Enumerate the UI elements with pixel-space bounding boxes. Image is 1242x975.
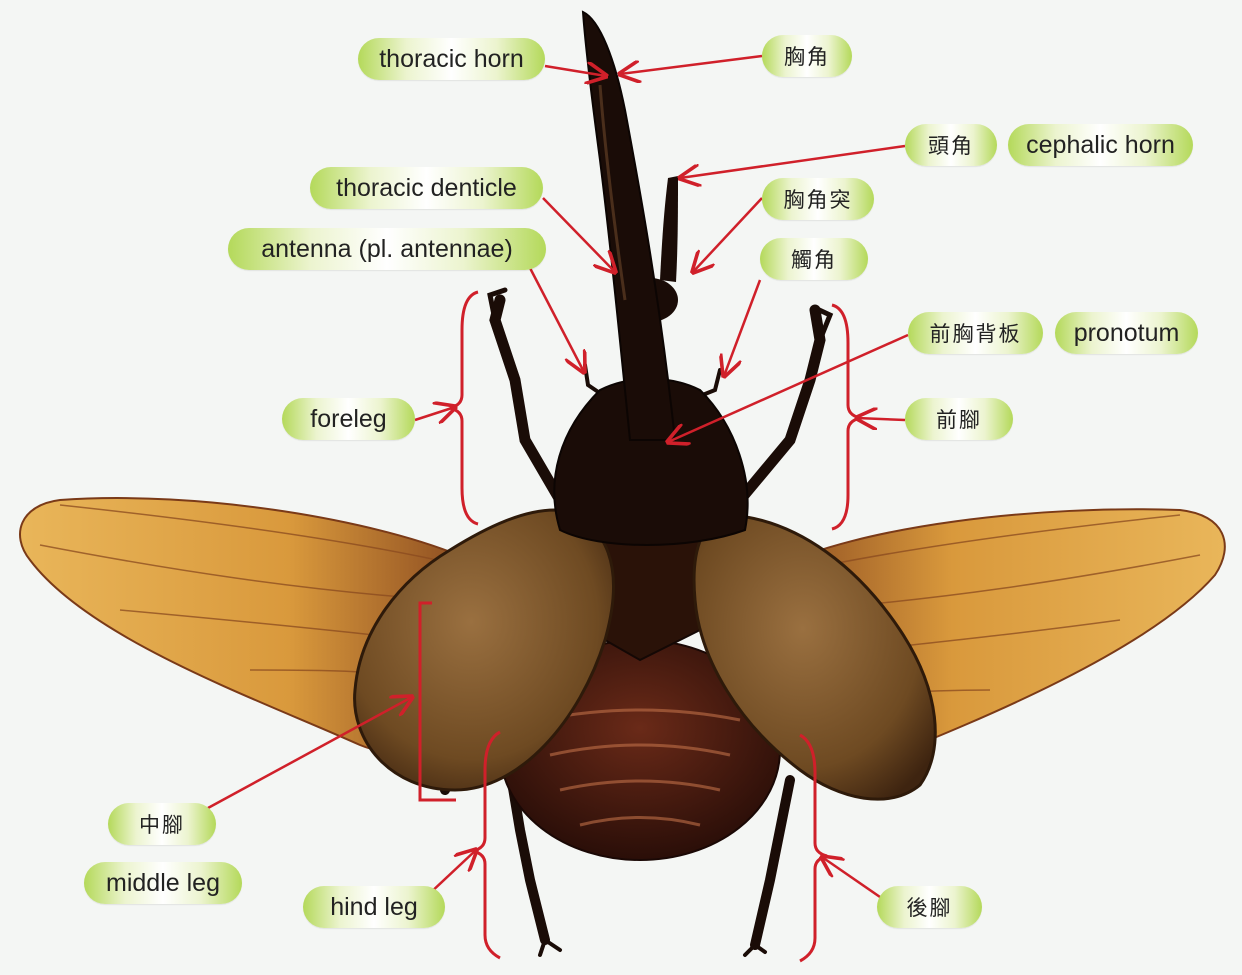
arrow-antenna-en (530, 268, 584, 372)
left-foreleg (495, 300, 560, 500)
label-thoracic-horn-zh: 胸角 (762, 35, 852, 77)
thoracic-horn (583, 12, 675, 440)
label-antenna: antenna (pl. antennae) (228, 228, 546, 270)
label-cephalic-horn-zh: 頭角 (905, 124, 997, 166)
foreleg-right-bracket (832, 305, 860, 529)
arrow-foreleg-zh (857, 418, 905, 420)
arrow-cephalic-horn (680, 146, 905, 178)
arrow-thoracic-denticle-en (543, 198, 615, 272)
arrow-hind-leg-zh (822, 857, 880, 897)
label-pronotum: pronotum (1055, 312, 1198, 354)
label-foreleg: foreleg (282, 398, 415, 440)
label-thoracic-horn: thoracic horn (358, 38, 545, 80)
arrow-thoracic-horn-zh (620, 56, 762, 74)
cephalic-horn (660, 176, 678, 282)
arrow-antenna-zh (724, 280, 760, 376)
label-foreleg-zh: 前腳 (905, 398, 1013, 440)
label-hind-leg: hind leg (303, 886, 445, 928)
label-hind-leg-zh: 後腳 (877, 886, 982, 928)
label-middle-leg: middle leg (84, 862, 242, 904)
label-middle-leg-zh: 中腳 (108, 803, 216, 845)
label-thoracic-denticle: thoracic denticle (310, 167, 543, 209)
label-antenna-zh: 觸角 (760, 238, 868, 280)
arrow-foreleg-en (415, 407, 455, 420)
arrow-thoracic-denticle-zh (693, 198, 762, 272)
label-thoracic-denticle-zh: 胸角突 (762, 178, 874, 220)
label-pronotum-zh: 前胸背板 (908, 312, 1043, 354)
arrow-pronotum (668, 335, 908, 442)
label-cephalic-horn: cephalic horn (1008, 124, 1193, 166)
